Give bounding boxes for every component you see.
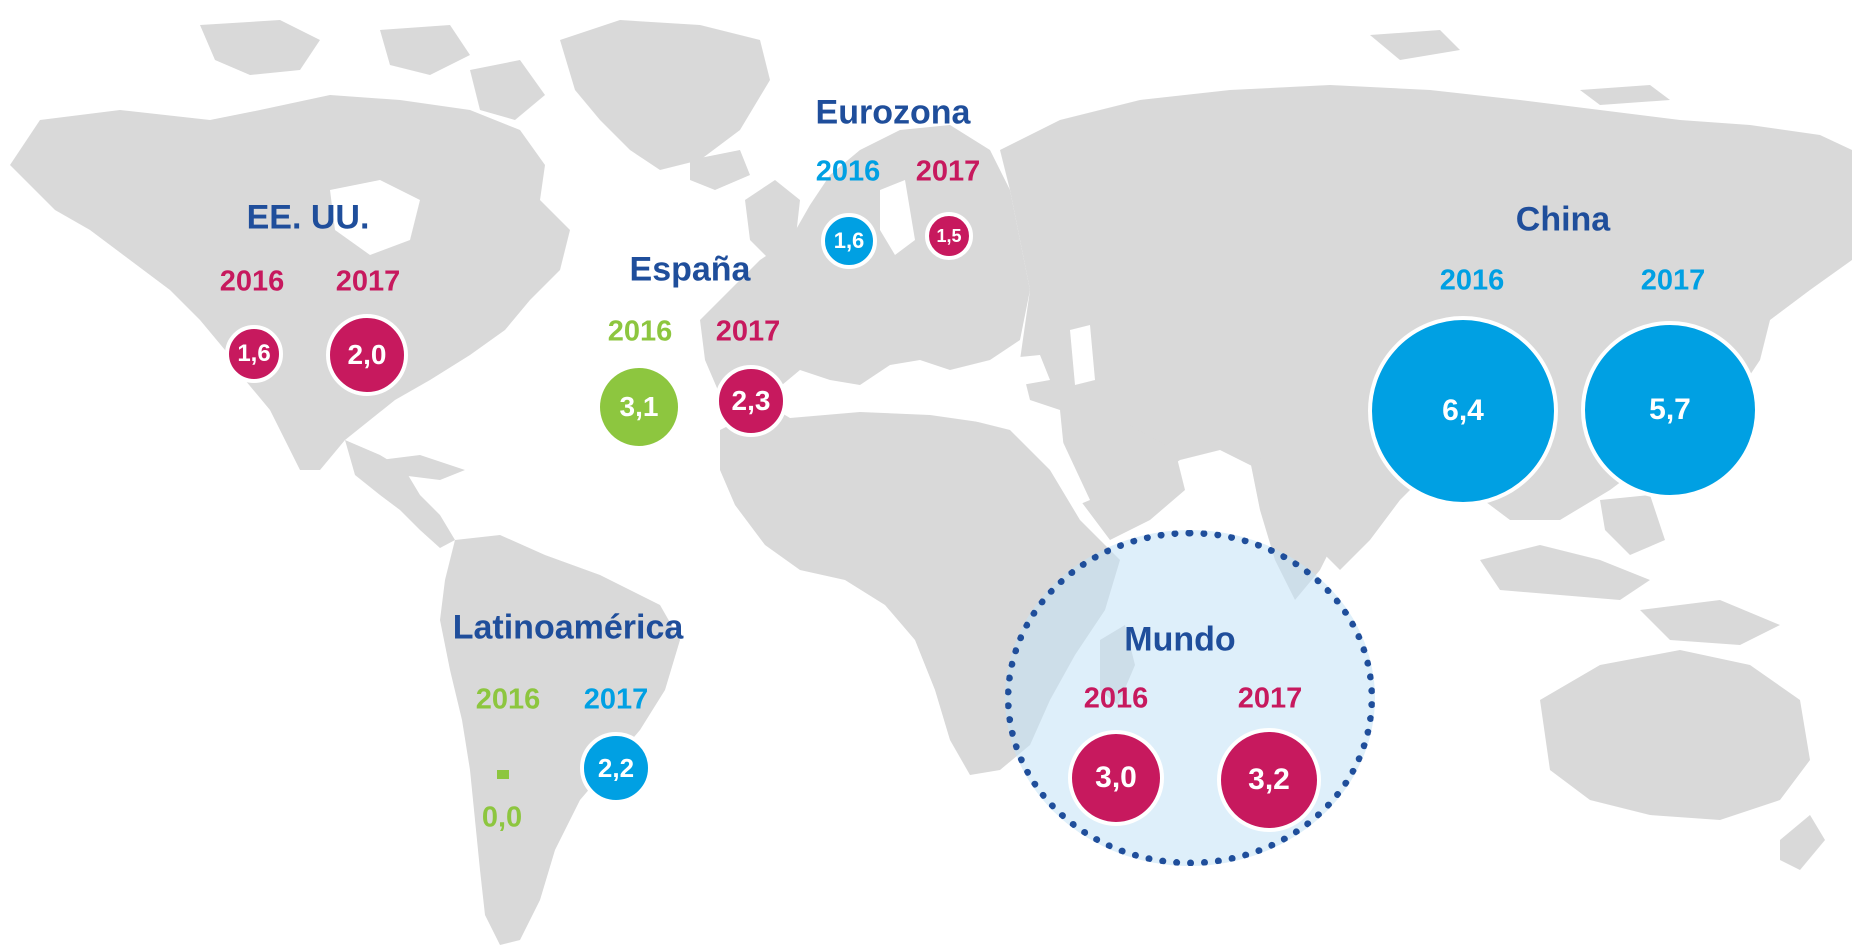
- arctic-islands-landmass: [470, 60, 545, 120]
- eeuu-value-2016: 1,6: [237, 340, 271, 367]
- eurozona-value-2016: 1,6: [833, 228, 865, 253]
- mundo-value-2017: 3,2: [1248, 763, 1290, 796]
- eeuu-bubble-2016: 1,6: [225, 325, 283, 383]
- mundo-year-2016: 2016: [1083, 682, 1149, 715]
- region-title-eurozona: Eurozona: [815, 93, 971, 132]
- china-bubble-2017: 5,7: [1581, 321, 1759, 499]
- arabia-landmass: [1060, 410, 1185, 540]
- china-year-2017: 2017: [1640, 264, 1706, 297]
- arctic-islands-landmass: [200, 20, 320, 75]
- latam-minus-marker: [497, 770, 509, 779]
- eeuu-year-2017: 2017: [335, 265, 401, 298]
- europe-landmass: [700, 125, 1030, 410]
- china-year-2016: 2016: [1439, 264, 1505, 297]
- sea-islands-landmass: [1600, 495, 1665, 555]
- black-sea-water: [990, 355, 1050, 388]
- latam-value-2017: 2,2: [597, 752, 635, 783]
- latam-year-2017: 2017: [583, 683, 649, 716]
- uk-landmass: [745, 180, 800, 260]
- baltic-sea-water: [880, 180, 915, 255]
- eurozona-year-2017: 2017: [915, 155, 981, 188]
- mundo-dotted-circle: [1005, 530, 1375, 866]
- eurozona-value-2017: 1,5: [936, 225, 962, 246]
- eeuu-value-2017: 2,0: [347, 339, 387, 370]
- espana-bubble-2017: 2,3: [715, 365, 787, 437]
- region-title-latam: Latinoamérica: [452, 608, 684, 647]
- eeuu-bubble-2017: 2,0: [326, 314, 408, 396]
- espana-year-2016: 2016: [607, 315, 673, 348]
- new-zealand-landmass: [1780, 815, 1825, 870]
- region-title-china: China: [1515, 200, 1611, 239]
- espana-value-2016: 3,1: [619, 391, 659, 422]
- greenland-landmass: [560, 20, 770, 170]
- mundo-bubble-2017: 3,2: [1217, 728, 1321, 832]
- espana-year-2017: 2017: [715, 315, 781, 348]
- red-sea-water: [1040, 425, 1090, 505]
- latam-bubble-2017: 2,2: [580, 732, 652, 804]
- caspian-sea-water: [1070, 325, 1095, 385]
- iceland-landmass: [690, 150, 750, 190]
- central-america-landmass: [345, 440, 455, 548]
- eurozona-bubble-2017: 1,5: [925, 212, 973, 260]
- region-title-espana: España: [629, 250, 751, 289]
- china-bubble-2016: 6,4: [1368, 316, 1558, 506]
- eurozona-year-2016: 2016: [815, 155, 881, 188]
- latam-year-2016: 2016: [475, 683, 541, 716]
- china-value-2017: 5,7: [1649, 393, 1691, 426]
- latam-value-2016: 0,0: [481, 801, 523, 834]
- region-title-eeuu: EE. UU.: [246, 198, 370, 237]
- caribbean-islands-landmass: [380, 455, 465, 480]
- australia-landmass: [1540, 650, 1810, 820]
- south-america-landmass: [440, 535, 680, 945]
- mundo-bubble-2016: 3,0: [1068, 730, 1164, 826]
- sea-islands-landmass: [1480, 545, 1650, 600]
- siberian-islands-landmass: [1580, 85, 1670, 105]
- mundo-year-2017: 2017: [1237, 682, 1303, 715]
- eeuu-year-2016: 2016: [219, 265, 285, 298]
- arctic-islands-landmass: [380, 25, 470, 75]
- mediterranean-sea-water: [760, 390, 1020, 425]
- china-value-2016: 6,4: [1442, 394, 1484, 427]
- espana-bubble-2016: 3,1: [596, 364, 682, 450]
- hudson-bay-water: [330, 180, 420, 255]
- region-title-mundo: Mundo: [1124, 620, 1236, 659]
- siberian-islands-landmass: [1370, 30, 1460, 60]
- north-america-landmass: [10, 95, 570, 470]
- india-landmass: [1250, 455, 1350, 600]
- new-guinea-landmass: [1640, 600, 1780, 645]
- espana-value-2017: 2,3: [731, 385, 771, 416]
- eurozona-bubble-2016: 1,6: [821, 213, 877, 269]
- mundo-value-2016: 3,0: [1095, 761, 1137, 794]
